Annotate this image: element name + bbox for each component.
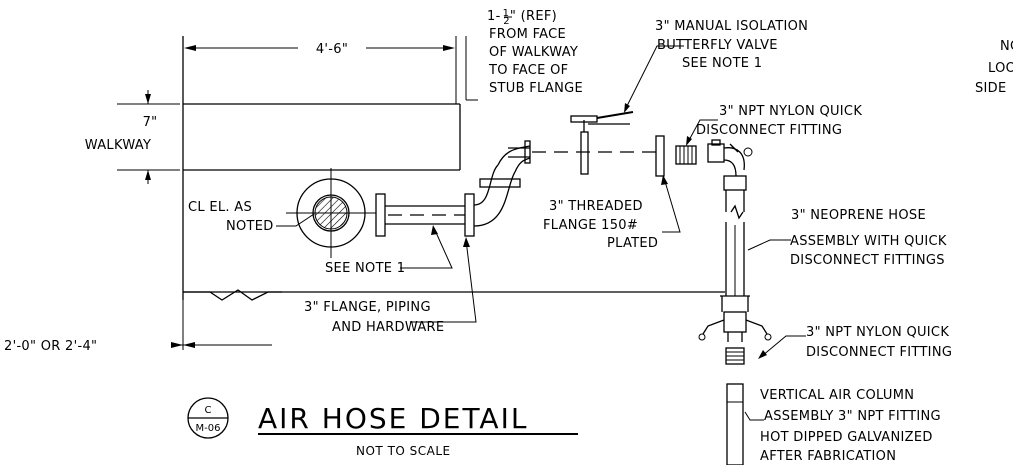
qd-bot-line1: 3" NPT NYLON QUICK — [806, 325, 949, 340]
valve-callout: 3" MANUAL ISOLATION BUTTERFLY VALVE SEE … — [655, 19, 808, 71]
column-line4: AFTER FABRICATION — [760, 449, 896, 464]
ref-line4: TO FACE OF — [488, 63, 568, 78]
qd-top-callout: 3" NPT NYLON QUICK DISCONNECT FITTING — [696, 104, 862, 138]
drawing-title: AIR HOSE DETAIL — [258, 402, 528, 435]
threaded-line3: PLATED — [607, 236, 658, 251]
hose-line3: DISCONNECT FITTINGS — [790, 253, 945, 268]
flange-line1: 3" FLANGE, PIPING — [304, 300, 431, 315]
flange-line2: AND HARDWARE — [332, 320, 444, 335]
column-callout: VERTICAL AIR COLUMN ASSEMBLY 3" NPT FITT… — [760, 388, 941, 464]
bottom-quick-disconnect — [725, 347, 745, 365]
hose-callout: 3" NEOPRENE HOSE ASSEMBLY WITH QUICK DIS… — [790, 208, 947, 268]
cut-note-line1: NO — [1000, 39, 1013, 54]
dim-width-bottom-label: 2'-0" OR 2'-4" — [4, 339, 97, 354]
butterfly-valve — [570, 111, 634, 175]
top-quick-disconnect — [675, 145, 697, 165]
threaded-callout: 3" THREADED FLANGE 150# PLATED — [543, 199, 658, 251]
bubble-top-label: C — [205, 405, 212, 416]
cut-off-note: NO LOO SIDE — [975, 39, 1013, 96]
hose-coupler-top — [707, 139, 753, 177]
valve-line3: SEE NOTE 1 — [682, 56, 762, 71]
bubble-bottom-label: M-06 — [196, 423, 221, 434]
see-note-label: SEE NOTE 1 — [325, 261, 405, 276]
flange-callout: 3" FLANGE, PIPING AND HARDWARE — [304, 300, 444, 335]
neoprene-hose — [720, 175, 750, 333]
dimension-width-top: 4'-6" — [184, 36, 467, 104]
threaded-line1: 3" THREADED — [549, 199, 643, 214]
dim-walkway-height-label: 7" — [143, 115, 158, 130]
qd-top-line2: DISCONNECT FITTING — [696, 123, 842, 138]
ref-line2: FROM FACE — [489, 27, 566, 42]
column-line3: HOT DIPPED GALVANIZED — [760, 430, 933, 445]
threaded-flange — [655, 135, 665, 177]
ref-line3: OF WALKWAY — [489, 45, 578, 60]
horizontal-pipe-run — [375, 140, 660, 237]
drawing-subtitle: NOT TO SCALE — [356, 444, 451, 458]
hose-line1: 3" NEOPRENE HOSE — [791, 208, 926, 223]
dimension-width-bottom: 2'-0" OR 2'-4" — [4, 300, 272, 354]
embedded-pipe-section — [286, 168, 376, 258]
qd-bot-line2: DISCONNECT FITTING — [806, 345, 952, 360]
qd-top-line1: 3" NPT NYLON QUICK — [719, 104, 862, 119]
walkway-outline — [182, 36, 725, 301]
column-line2: ASSEMBLY 3" NPT FITTING — [764, 409, 941, 424]
section-bubble: C M-06 — [187, 397, 229, 439]
vertical-air-column — [726, 383, 744, 465]
cl-line2: NOTED — [226, 219, 274, 234]
cl-line1: CL EL. AS — [188, 200, 252, 215]
valve-line1: 3" MANUAL ISOLATION — [655, 19, 808, 34]
cl-callout: CL EL. AS NOTED — [188, 200, 274, 234]
dim-width-top-label: 4'-6" — [316, 42, 348, 57]
dim-walkway-label: WALKWAY — [85, 138, 151, 153]
ref-line5: STUB FLANGE — [489, 81, 583, 96]
cut-note-line2: LOO — [988, 61, 1013, 76]
bottom-coupler-handles — [698, 319, 772, 342]
valve-line2: BUTTERFLY VALVE — [657, 38, 778, 53]
leader-lines — [276, 45, 806, 421]
cut-note-line3: SIDE — [975, 81, 1007, 96]
threaded-line2: FLANGE 150# — [543, 218, 638, 233]
qd-bottom-callout: 3" NPT NYLON QUICK DISCONNECT FITTING — [806, 325, 952, 360]
dimension-walkway-height: 7" WALKWAY — [85, 90, 180, 184]
hose-line2: ASSEMBLY WITH QUICK — [790, 234, 947, 249]
column-line1: VERTICAL AIR COLUMN — [760, 388, 914, 403]
